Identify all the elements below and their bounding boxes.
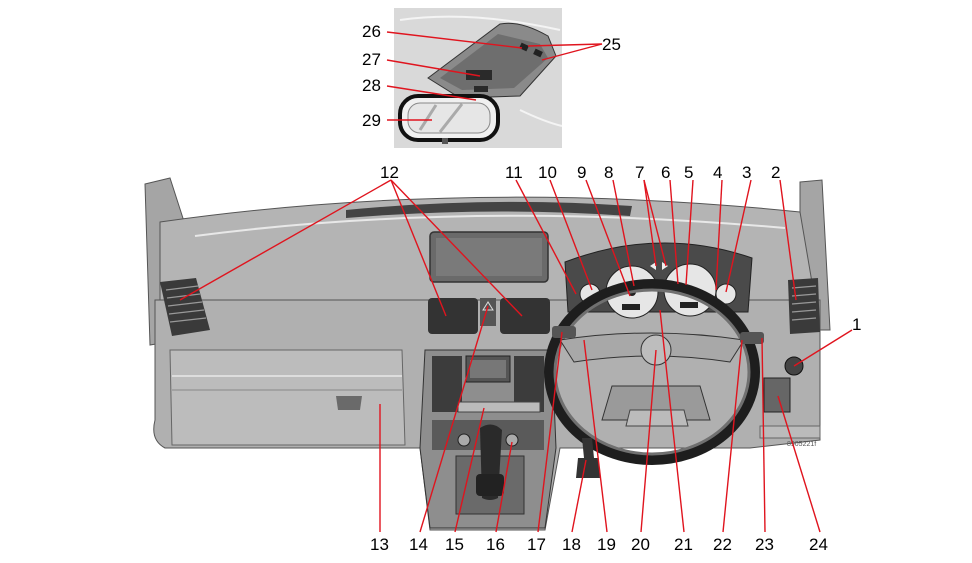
callout-18: 18: [562, 535, 581, 554]
headlight-adjuster: [763, 377, 791, 413]
callout-7: 7: [635, 163, 644, 182]
callout-5: 5: [684, 163, 693, 182]
turn-indicator-right: [662, 262, 668, 270]
glovebox-handle: [336, 396, 362, 410]
glovebox: [169, 349, 406, 446]
turn-indicator-left: [650, 262, 656, 270]
overhead-console-inset: [394, 8, 563, 148]
callout-21: 21: [674, 535, 693, 554]
turn-signal-stalk: [552, 326, 576, 338]
callout-4: 4: [713, 163, 722, 182]
leader-lines: [179, 31, 853, 533]
callout-28: 28: [362, 76, 381, 95]
callout-14: 14: [409, 535, 428, 554]
reading-light-button-right: [533, 48, 543, 58]
callout-11: 11: [505, 163, 523, 182]
callout-16: 16: [486, 535, 505, 554]
callout-15: 15: [445, 535, 464, 554]
fuel-gauge: [715, 283, 737, 305]
callout-19: 19: [597, 535, 616, 554]
climate-knob-right: [505, 433, 519, 447]
callout-29: 29: [362, 111, 381, 130]
center-air-vent-right: [500, 298, 550, 334]
callout-9: 9: [577, 163, 586, 182]
climate-knob-left: [457, 433, 471, 447]
callout-24: 24: [809, 535, 828, 554]
callout-17: 17: [527, 535, 546, 554]
callout-3: 3: [742, 163, 751, 182]
sunroof-switch: [466, 70, 492, 80]
figure-code: 8905221f: [787, 441, 816, 448]
callout-6: 6: [661, 163, 670, 182]
callout-13: 13: [370, 535, 389, 554]
interior-light-switch: [474, 86, 488, 92]
callout-25: 25: [602, 35, 621, 54]
callout-labels: 1 2 3 4 5 6 7 8 9 10 11 12 13 14 15 16 1…: [362, 22, 861, 554]
callout-1: 1: [852, 315, 861, 334]
center-air-vent-left: [428, 298, 478, 334]
steering-wheel: [544, 279, 760, 465]
parking-brake-pedal: [576, 438, 600, 478]
callout-12: 12: [380, 163, 399, 182]
callout-26: 26: [362, 22, 381, 41]
radio-keypad-left: [432, 356, 462, 412]
callout-8: 8: [604, 163, 613, 182]
cd-slot: [457, 401, 541, 413]
callout-22: 22: [713, 535, 732, 554]
callout-20: 20: [631, 535, 650, 554]
callout-10: 10: [538, 163, 557, 182]
callout-23: 23: [755, 535, 774, 554]
wiper-stalk: [740, 332, 764, 344]
callout-2: 2: [771, 163, 780, 182]
dashboard: 8905221f: [144, 177, 831, 531]
callout-27: 27: [362, 50, 381, 69]
reading-light-button-left: [519, 42, 529, 52]
